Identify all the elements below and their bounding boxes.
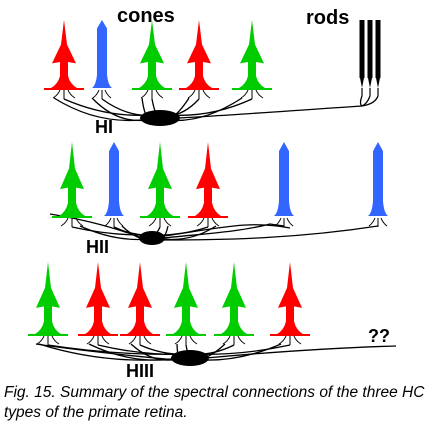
hi-axon	[177, 105, 363, 119]
cone-red	[179, 20, 219, 99]
rod	[375, 20, 381, 96]
cone-body	[59, 142, 85, 216]
cone-synapse	[148, 217, 172, 227]
cones-label: cones	[117, 5, 175, 27]
cone-body	[85, 262, 111, 334]
dendrite-wires	[35, 95, 397, 361]
cone-green	[132, 20, 172, 99]
hiii-dendrite	[35, 343, 177, 361]
blue-cone-body	[368, 142, 388, 216]
cone-red	[188, 142, 228, 227]
cone-blue	[368, 142, 388, 227]
blue-cone-body	[104, 142, 124, 216]
blue-cone-body	[92, 20, 112, 88]
rod-body	[367, 20, 373, 78]
hiii-cell-body	[171, 350, 209, 366]
cone-body	[173, 262, 199, 334]
cone-synapse	[52, 89, 76, 99]
cone-green	[52, 142, 92, 227]
cone-red	[270, 262, 310, 345]
cone-body	[35, 262, 61, 334]
cone-green	[166, 262, 206, 345]
cone-body	[195, 142, 221, 216]
cone-blue	[104, 142, 124, 227]
blue-cone-body	[274, 142, 294, 216]
cone-red	[78, 262, 118, 345]
unknown-label: ??	[368, 326, 390, 346]
hi-axon-terminal	[359, 95, 363, 107]
rod-spherule	[376, 78, 380, 88]
cone-green	[140, 142, 180, 227]
hii-long-dendrite	[163, 224, 291, 237]
cone-synapse	[128, 335, 152, 345]
photoreceptor-cells	[28, 20, 388, 345]
cone-synapse	[278, 335, 302, 345]
hi-axon-terminal	[361, 95, 379, 107]
hii-cell-body	[139, 231, 165, 245]
cone-body	[221, 262, 247, 334]
cone-green	[214, 262, 254, 345]
cone-synapse	[36, 335, 60, 345]
rods-label: rods	[306, 7, 349, 29]
cone-body	[147, 142, 173, 216]
cone-synapse	[86, 335, 110, 345]
cone-synapse	[274, 217, 294, 227]
cone-synapse	[60, 217, 84, 227]
cone-red	[120, 262, 160, 345]
cone-body	[139, 20, 165, 88]
cone-synapse	[187, 89, 211, 99]
cone-blue	[92, 20, 112, 99]
hii-long-dendrite	[163, 225, 379, 241]
cone-synapse	[368, 217, 388, 227]
rod-body	[359, 20, 365, 78]
rod	[359, 20, 365, 96]
figure-caption: Fig. 15. Summary of the spectral connect…	[4, 384, 425, 421]
cone-synapse	[222, 335, 246, 345]
cone-body	[127, 262, 153, 334]
cone-body	[239, 20, 265, 88]
cone-green	[232, 20, 272, 99]
cone-body	[51, 20, 77, 88]
cone-synapse	[196, 217, 220, 227]
hii-long-dendrite	[163, 223, 285, 239]
cone-synapse	[140, 89, 164, 99]
cone-green	[28, 262, 68, 345]
rod	[367, 20, 373, 96]
rod-spherule	[360, 78, 364, 88]
cone-red	[44, 20, 84, 99]
hiii-axon	[205, 345, 397, 359]
cone-synapse	[104, 217, 124, 227]
hiii-label: HIII	[126, 361, 154, 381]
cone-body	[277, 262, 303, 334]
cone-blue	[274, 142, 294, 227]
rod-spherule	[368, 78, 372, 88]
hi-cell-body	[140, 110, 180, 126]
hi-label: HI	[95, 117, 113, 137]
cone-synapse	[92, 89, 112, 99]
cone-body	[186, 20, 212, 88]
rod-body	[375, 20, 381, 78]
hii-label: HII	[86, 237, 109, 257]
cone-synapse	[174, 335, 198, 345]
cone-synapse	[240, 89, 264, 99]
horizontal-cell-bodies	[139, 110, 209, 366]
